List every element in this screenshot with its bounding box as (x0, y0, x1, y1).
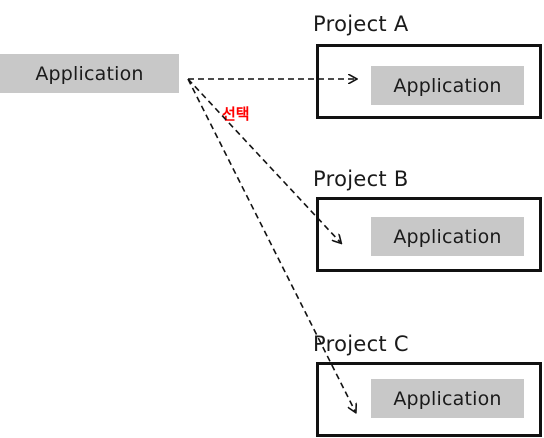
project-b-application-box: Application (371, 217, 524, 256)
source-application-label: Application (35, 62, 144, 85)
selection-label: 선택 (222, 105, 250, 123)
project-a-application-box: Application (371, 66, 524, 105)
project-c-application-label: Application (393, 387, 502, 410)
project-c-application-box: Application (371, 379, 524, 418)
project-a-title: Project A (313, 12, 409, 36)
project-b-title: Project B (313, 167, 409, 191)
project-c-title: Project C (313, 332, 409, 356)
source-application-box: Application (0, 54, 179, 93)
project-b-application-label: Application (393, 225, 502, 248)
project-a-application-label: Application (393, 74, 502, 97)
